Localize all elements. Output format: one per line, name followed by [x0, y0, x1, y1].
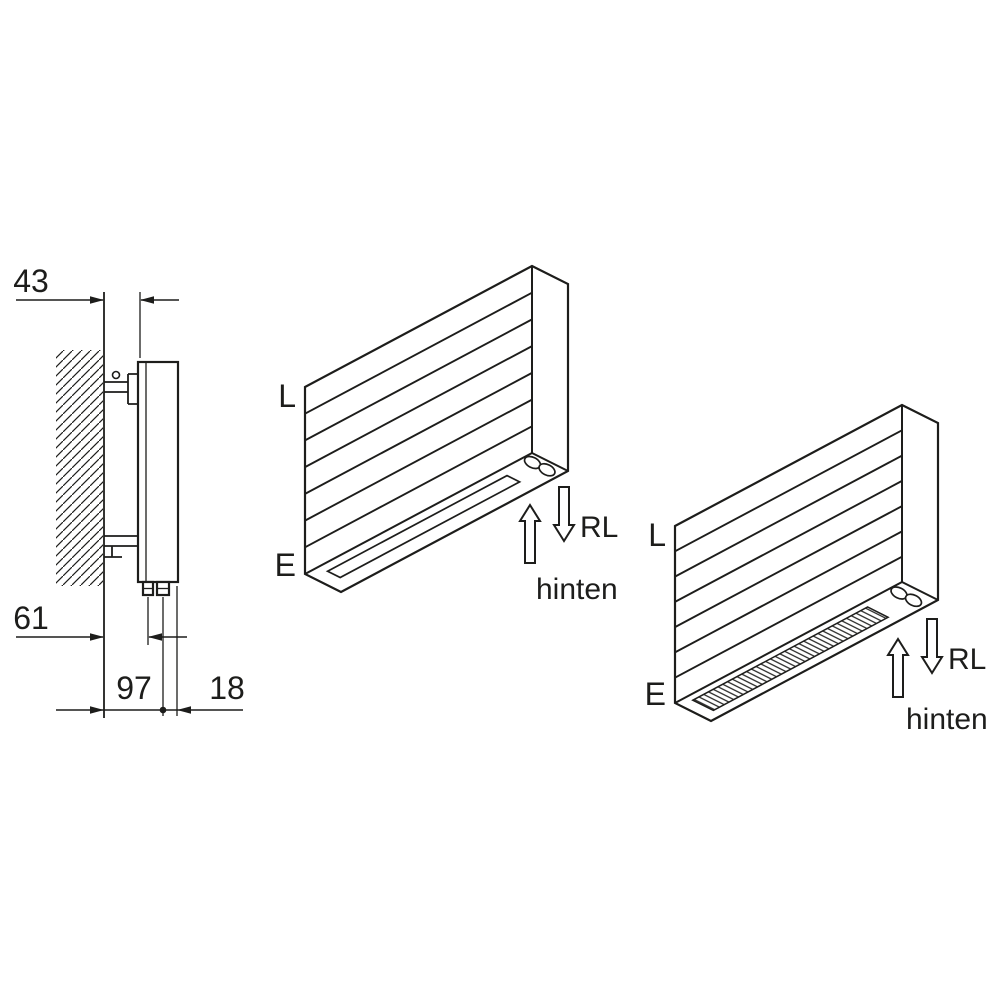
dim-arrow-icon — [177, 706, 191, 714]
return-flow-label: RL — [948, 643, 986, 676]
flow-up-arrow-icon — [518, 503, 542, 564]
radiator-slats — [304, 291, 533, 549]
dim-18-label: 18 — [209, 670, 245, 706]
dim-61-label: 61 — [13, 600, 49, 636]
dim-arrow-icon — [90, 706, 104, 714]
isometric-view-grille: L E RL hinten — [645, 403, 988, 736]
flow-down-arrow-icon — [920, 618, 944, 675]
orientation-label: hinten — [536, 573, 618, 606]
dimension-wall-clearance: 43 — [13, 263, 179, 358]
return-label-e: E — [645, 676, 666, 712]
isometric-view-open-slot: L E RL hinten — [275, 264, 618, 606]
dimension-pipe-positions: 97 18 — [56, 586, 245, 716]
dim-arrow-icon — [148, 633, 162, 641]
return-flow-label: RL — [580, 511, 618, 544]
dim-arrow-icon — [140, 296, 154, 304]
flow-up-arrow-icon — [886, 637, 910, 698]
bottom-opening-slot — [325, 474, 522, 579]
side-view-drawing: 43 61 97 18 — [13, 263, 245, 718]
dimension-lower-offset: 61 — [13, 597, 187, 645]
mounting-bracket-top — [104, 370, 138, 405]
dim-arrow-icon — [90, 296, 104, 304]
radiator-edges — [304, 266, 569, 575]
mounting-bracket-bottom — [104, 535, 138, 558]
orientation-label: hinten — [906, 703, 988, 736]
dim-arrow-icon — [90, 633, 104, 641]
connection-ports — [523, 455, 556, 477]
dim-97-label: 97 — [116, 670, 152, 706]
bottom-grille — [691, 606, 890, 712]
radiator-panel-section — [136, 360, 180, 584]
pipe-connections — [141, 580, 171, 597]
dim-43-label: 43 — [13, 263, 49, 299]
return-label-e: E — [275, 547, 296, 583]
radiator-slats — [674, 429, 903, 679]
connection-ports — [890, 586, 923, 608]
supply-label-l: L — [648, 517, 666, 553]
radiator-edges — [674, 405, 939, 704]
flow-down-arrow-icon — [552, 486, 576, 543]
supply-label-l: L — [278, 378, 296, 414]
wall-hatch — [56, 350, 103, 586]
